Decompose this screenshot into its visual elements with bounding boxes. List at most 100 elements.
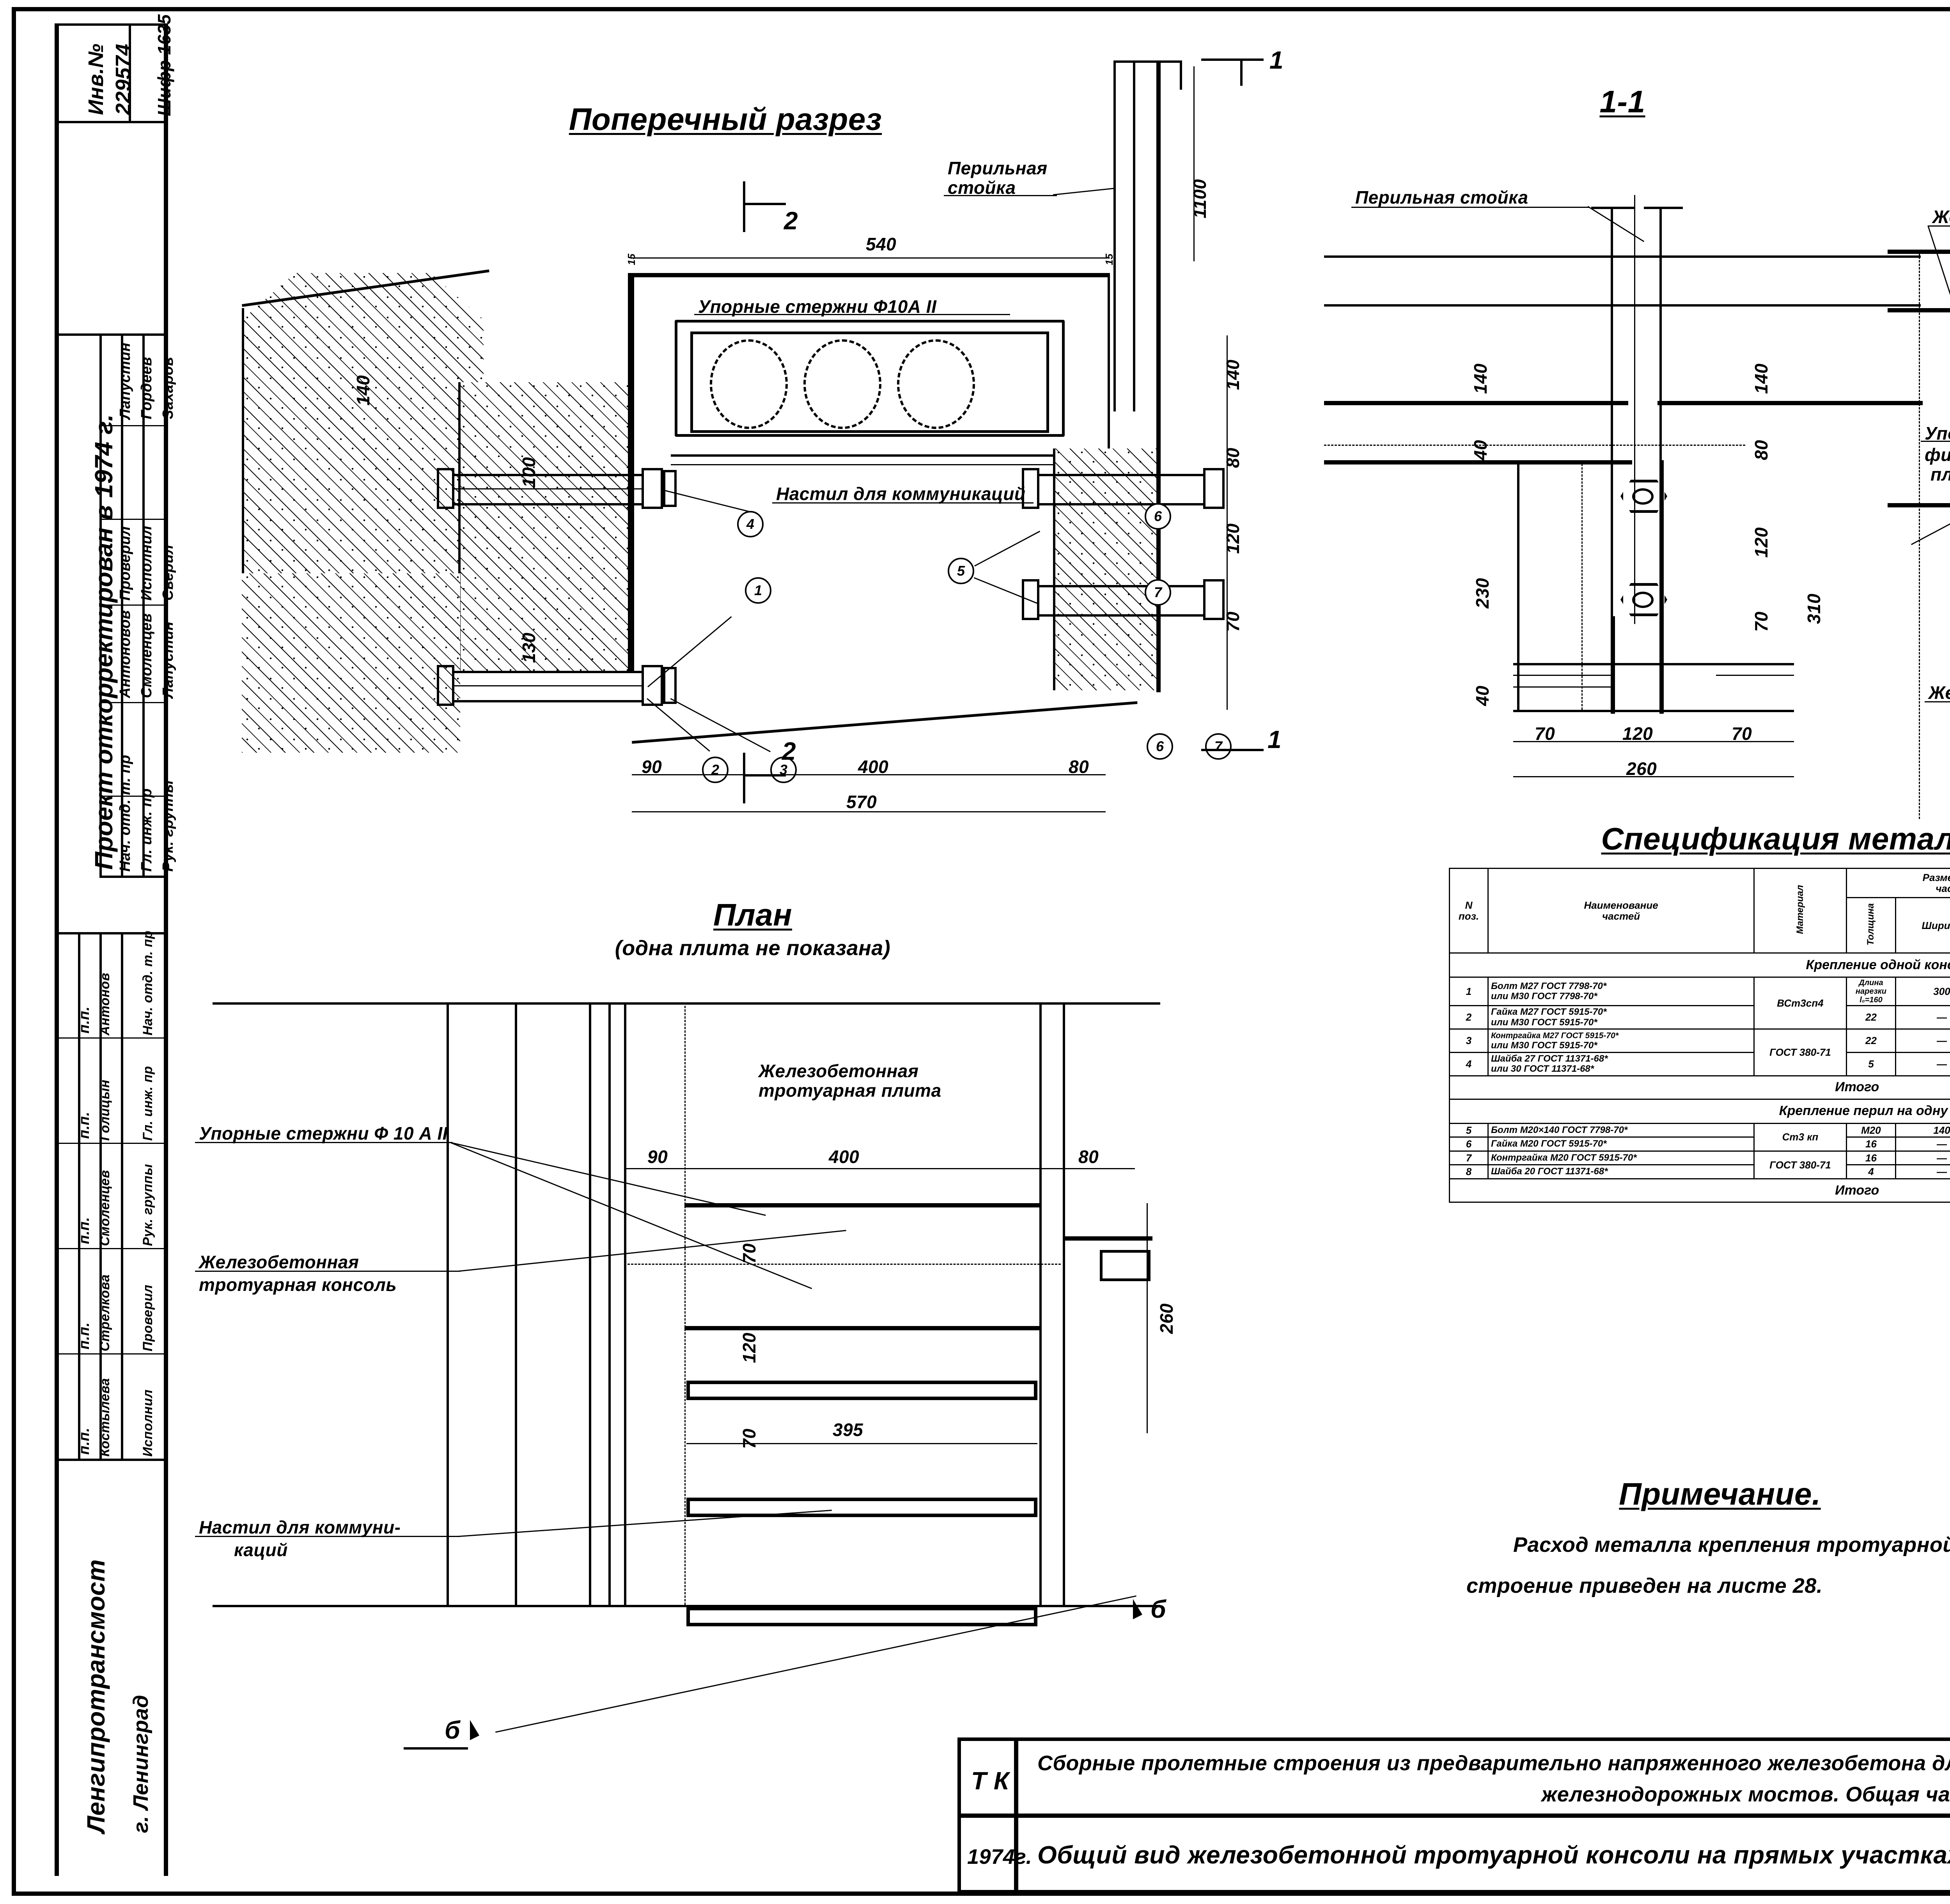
girder-web-hatch: [458, 382, 632, 671]
stamp-col-right-rule: [164, 23, 168, 1876]
plan-section-mark-b-left-arrow: [470, 1720, 479, 1740]
leader-underline-stopbars-22: [1921, 441, 1950, 442]
base-11-line2: [1513, 686, 1613, 688]
spec-r6-width: —: [1895, 1136, 1950, 1152]
label-railing-post-cross-2: стойка: [948, 177, 1016, 198]
title-block-vsplit-1: [1014, 1737, 1018, 1893]
spec-r5-n: 5: [1448, 1122, 1489, 1138]
bubble-6b: 6: [1145, 503, 1171, 530]
spec-r1-thickness: Длина нарезки l₀=160: [1845, 977, 1897, 1007]
dim-plan-120: 120: [739, 1332, 759, 1363]
spec-col-dims-line2: части, мм: [1936, 883, 1950, 895]
post-11-flange-r: [1644, 207, 1683, 209]
table-row: 8 Шайба 20 ГОСТ 11371-68* 4 — — 4 — 0,02…: [1448, 1164, 1950, 1179]
table-row: 7 Контргайка М20 ГОСТ 5915-70* ГОСТ 380-…: [1448, 1150, 1950, 1179]
table-row: 5 Болт М20×140 ГОСТ 7798-70* Ст3 кп М20 …: [1448, 1122, 1950, 1152]
plan-v2: [515, 1002, 517, 1605]
dim-540: 540: [866, 234, 897, 254]
table-row: 2 Гайка М27 ГОСТ 5915-70* или М30 ГОСТ 5…: [1448, 1005, 1950, 1030]
dim-40-11-a: 40: [1470, 440, 1491, 460]
duct-1: [710, 339, 788, 429]
dim-230-11: 230: [1472, 578, 1493, 608]
dim-120-right: 120: [1223, 523, 1243, 554]
stamp-lower-top: [55, 932, 164, 934]
stamp-name-golitsyn: Голицын: [98, 1080, 112, 1141]
plan-bar-1: [686, 1381, 1037, 1400]
spec-section1-title: Крепление одной консоли: [1449, 952, 1950, 978]
spec-col-n: N поз.: [1448, 867, 1489, 954]
dim-40-11-b: 40: [1472, 685, 1493, 706]
stamp-name-lapustin-2: Лапустин: [160, 621, 176, 698]
dim-260-11-line: [1513, 776, 1794, 777]
spec-r7-n: 7: [1448, 1150, 1489, 1166]
spec-r4-n: 4: [1448, 1051, 1489, 1076]
plate-11-dash: [1324, 445, 1745, 446]
leader-line-slabs-22-a: [1927, 225, 1950, 315]
plan-console-axis: [624, 1264, 1061, 1265]
section-mark-2-label-top: 2: [784, 207, 798, 235]
bolt-circle-11-upper: [1632, 488, 1654, 505]
spec-r2-n: 2: [1448, 1005, 1489, 1030]
spec-r1-width: 300: [1895, 977, 1950, 1007]
spec-r5-name: Болт М20×140 ГОСТ 7798-70*: [1487, 1122, 1755, 1138]
girder-web-left: [458, 382, 461, 671]
spec-r6-thickness: 16: [1845, 1136, 1897, 1152]
spec-r1-name-l2: или М30 ГОСТ 7798-70*: [1491, 991, 1597, 1002]
right-bolt-upper-top: [1037, 474, 1205, 476]
bubble-5: 5: [948, 558, 974, 584]
spec-section1-title-row: Крепление одной консоли: [1449, 952, 1950, 978]
console-11-right: [1659, 460, 1664, 714]
bolt-upper-nut-right: [642, 468, 663, 509]
leader-underline-comm-deck-cross: [772, 502, 1034, 503]
leader-bubble-5a: [974, 530, 1041, 567]
railing-post-right-edge: [1133, 60, 1135, 411]
plan-section-mark-b-right-arrow: [1133, 1599, 1142, 1619]
spec-col-thickness-text: Толщина: [1865, 903, 1876, 946]
bolt-upper-head-left: [437, 468, 454, 509]
section-mark-1-line-bottom: [1201, 749, 1264, 751]
frame-left: [12, 7, 16, 1896]
right-post-left-edge: [1053, 449, 1055, 690]
label-plan-slab-l1: Железобетонная: [759, 1061, 919, 1081]
spec-r4-name-l2: или 30 ГОСТ 11371-68*: [1491, 1064, 1594, 1074]
dim-1100-ext-line: [1193, 66, 1195, 261]
inv-number-label: Инв.№: [84, 43, 108, 115]
right-post-right-edge: [1156, 60, 1161, 692]
stamp-name-antonov-1: Антоновов: [117, 610, 133, 698]
bubble-3: 3: [770, 757, 797, 783]
label-stopbars-22-l3: плиты и настила: [1930, 464, 1950, 484]
stamp-name-kostyleva: Костылева: [98, 1378, 112, 1457]
leader-underline-slabs-22: [1929, 225, 1950, 227]
label-plan-console-l2: тротуарная консоль: [199, 1275, 397, 1295]
plan-v1: [447, 1002, 449, 1605]
stamp-pp-3: п.п.: [76, 1217, 92, 1244]
right-bolt-lower-nut: [1203, 579, 1225, 620]
leader-bubble-2: [647, 698, 710, 752]
project-corrected-caption: Проект откорректирован в 1974 г.: [90, 414, 118, 870]
stamp-pp-4: п.п.: [76, 1322, 92, 1349]
post-11-flange-l: [1591, 207, 1634, 209]
section-mark-2-arrow-top: [743, 203, 786, 205]
plan-v5: [624, 1002, 626, 1605]
spec-section2-title-row: Крепление перил на одну консоль: [1449, 1098, 1950, 1124]
duct-2: [803, 339, 881, 429]
spec-r1-name-l1: Болт М27 ГОСТ 7798-70*: [1491, 980, 1607, 991]
bolt-upper-axis: [452, 488, 644, 489]
stamp-lower-bottom: [55, 1459, 164, 1461]
note-line-2: строение приведен на листе 28.: [1466, 1574, 1823, 1597]
dim-140-abutment: 140: [353, 375, 373, 406]
spec-r4-thickness: 5: [1845, 1051, 1897, 1076]
hex-nut-11-lower: [1620, 583, 1667, 616]
spec-col-dims-group: Размеры одной части, мм: [1845, 867, 1950, 899]
spec-header-row-2: Толщина Ширина Длина 1шт. Общая: [1450, 897, 1950, 954]
leader-line-railing-11: [1587, 206, 1645, 242]
stamp-pp-1: п.п.: [76, 1006, 92, 1034]
stamp-role-proveril-2: Проверил: [140, 1284, 155, 1351]
stamp-role-gl-inzh-1: Гл. инж. пр: [138, 788, 155, 872]
spec-r6-name: Гайка М20 ГОСТ 5915-70*: [1487, 1136, 1755, 1152]
leader-underline-plan-commdeck: [195, 1536, 460, 1537]
dim-140-11-b: 140: [1751, 363, 1771, 394]
dim-15-right: 15: [1103, 254, 1115, 265]
right-bolt-lower-bottom: [1037, 614, 1205, 617]
